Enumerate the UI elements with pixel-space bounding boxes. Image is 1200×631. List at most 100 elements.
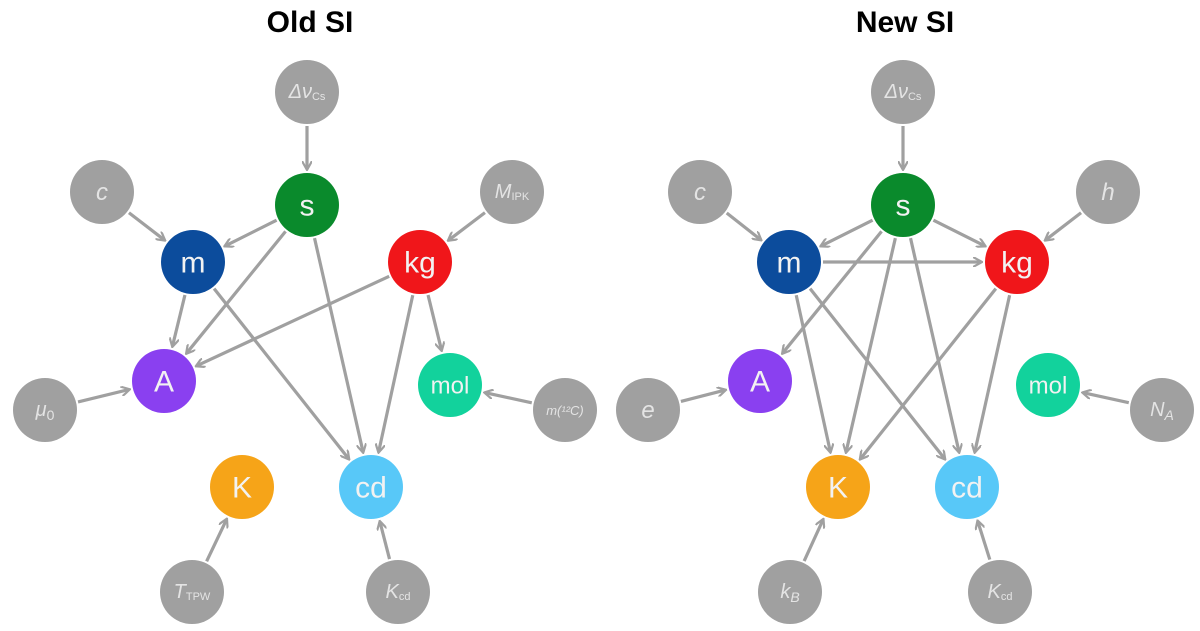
constant-symbol: K <box>386 581 401 603</box>
constant-symbol: m(¹²C) <box>546 403 584 418</box>
constant-label: kB <box>780 581 799 605</box>
old-constant-Kcd: Kcd <box>366 560 430 624</box>
old-si-title: Old SI <box>266 6 354 39</box>
unit-label: mol <box>431 373 470 400</box>
constant-symbol: μ <box>35 399 47 421</box>
unit-node-circle <box>728 349 792 413</box>
unit-node-circle <box>275 173 339 237</box>
unit-node-circle <box>871 173 935 237</box>
unit-node-circle <box>388 230 452 294</box>
constant-label: MIPK <box>495 181 530 203</box>
unit-node-circle <box>132 349 196 413</box>
unit-label: cd <box>951 472 983 505</box>
new-edge-c-to-m <box>725 211 761 240</box>
old-edge-m-to-A <box>173 294 187 346</box>
new-edge-kg-to-cd <box>975 294 1012 452</box>
old-edge-s-to-A <box>187 230 287 353</box>
constant-subscript: TPW <box>186 591 211 603</box>
new-edge-e-to-A <box>680 390 725 404</box>
unit-label: kg <box>404 247 436 280</box>
new-edge-s-to-cd <box>908 237 960 452</box>
new-constant-h: h <box>1076 160 1140 224</box>
constant-label: TTPW <box>174 581 211 603</box>
old-unit-cd: cd <box>339 455 403 519</box>
old-edge-MIPK-to-kg <box>449 211 486 241</box>
unit-node-circle <box>418 353 482 417</box>
constant-node-circle <box>758 560 822 624</box>
new-edge-s-to-K <box>846 237 897 452</box>
constant-subscript: IPK <box>511 191 529 203</box>
constant-label: μ0 <box>35 399 55 423</box>
constant-subscript: Cs <box>312 91 326 103</box>
old-edge-Kcd-to-cd <box>380 522 392 560</box>
unit-label: K <box>232 472 252 505</box>
old-unit-A: A <box>132 349 196 413</box>
constant-symbol: N <box>1150 399 1165 421</box>
old-edge-TTPW-to-K <box>205 520 227 562</box>
constant-subscript: 0 <box>47 407 55 423</box>
new-constant-Kcd: Kcd <box>968 560 1032 624</box>
new-edge-m-to-cd <box>808 287 945 459</box>
unit-node-circle <box>161 230 225 294</box>
constant-node-circle <box>160 560 224 624</box>
new-edge-h-to-kg <box>1046 211 1083 240</box>
unit-label: s <box>896 190 911 223</box>
constant-node-circle <box>275 60 339 124</box>
old-edge-kg-to-mol <box>426 294 441 350</box>
old-constant-mu0: μ0 <box>13 378 77 442</box>
new-edge-kB-to-K <box>802 520 823 562</box>
constant-label: h <box>1101 179 1114 206</box>
old-constant-TTPW: TTPW <box>160 560 224 624</box>
constant-label: ΔνCs <box>884 81 922 103</box>
constant-symbol: c <box>694 179 706 206</box>
new-unit-A: A <box>728 349 792 413</box>
old-constant-c: c <box>70 160 134 224</box>
old-unit-kg: kg <box>388 230 452 294</box>
new-edge-s-to-A <box>783 230 883 353</box>
unit-label: m <box>777 247 802 280</box>
new-unit-mol: mol <box>1016 353 1080 417</box>
constant-symbol: K <box>988 581 1003 603</box>
old-constant-dnu: ΔνCs <box>275 60 339 124</box>
constant-node-circle <box>616 378 680 442</box>
old-edge-mC12-to-mol <box>485 393 533 405</box>
old-edge-kg-to-cd <box>379 294 415 452</box>
old-constant-MIPK: MIPK <box>480 160 544 224</box>
new-si-title: New SI <box>855 6 955 39</box>
unit-label: mol <box>1029 373 1068 400</box>
new-edge-s-to-m <box>821 218 874 246</box>
constant-label: e <box>641 397 654 424</box>
constant-subscript: A <box>1164 407 1174 423</box>
new-edge-s-to-kg <box>932 218 984 246</box>
constant-label: Kcd <box>386 581 411 603</box>
constant-label: ΔνCs <box>288 81 326 103</box>
unit-node-circle <box>757 230 821 294</box>
old-edge-c-to-m <box>127 211 165 240</box>
constant-symbol: Δν <box>288 81 312 103</box>
old-constant-mC12: m(¹²C) <box>533 378 597 442</box>
unit-label: s <box>300 190 315 223</box>
new-unit-K: K <box>806 455 870 519</box>
constant-node-circle <box>480 160 544 224</box>
old-unit-mol: mol <box>418 353 482 417</box>
new-unit-cd: cd <box>935 455 999 519</box>
constant-node-circle <box>968 560 1032 624</box>
unit-label: A <box>750 366 770 399</box>
constant-subscript: cd <box>1001 591 1013 603</box>
new-edge-m-to-K <box>794 294 830 452</box>
unit-node-circle <box>935 455 999 519</box>
old-edge-mu0-to-A <box>77 390 129 404</box>
constant-symbol: T <box>174 581 188 603</box>
old-unit-s: s <box>275 173 339 237</box>
old-edge-s-to-cd <box>312 237 364 452</box>
new-edge-NA-to-mol <box>1083 393 1130 405</box>
constant-symbol: Δν <box>884 81 908 103</box>
new-constant-dnu: ΔνCs <box>871 60 935 124</box>
constant-subscript: cd <box>399 591 411 603</box>
new-constant-e: e <box>616 378 680 442</box>
unit-node-circle <box>806 455 870 519</box>
constant-symbol: M <box>495 181 512 203</box>
unit-label: m <box>181 247 206 280</box>
constant-node-circle <box>366 560 430 624</box>
